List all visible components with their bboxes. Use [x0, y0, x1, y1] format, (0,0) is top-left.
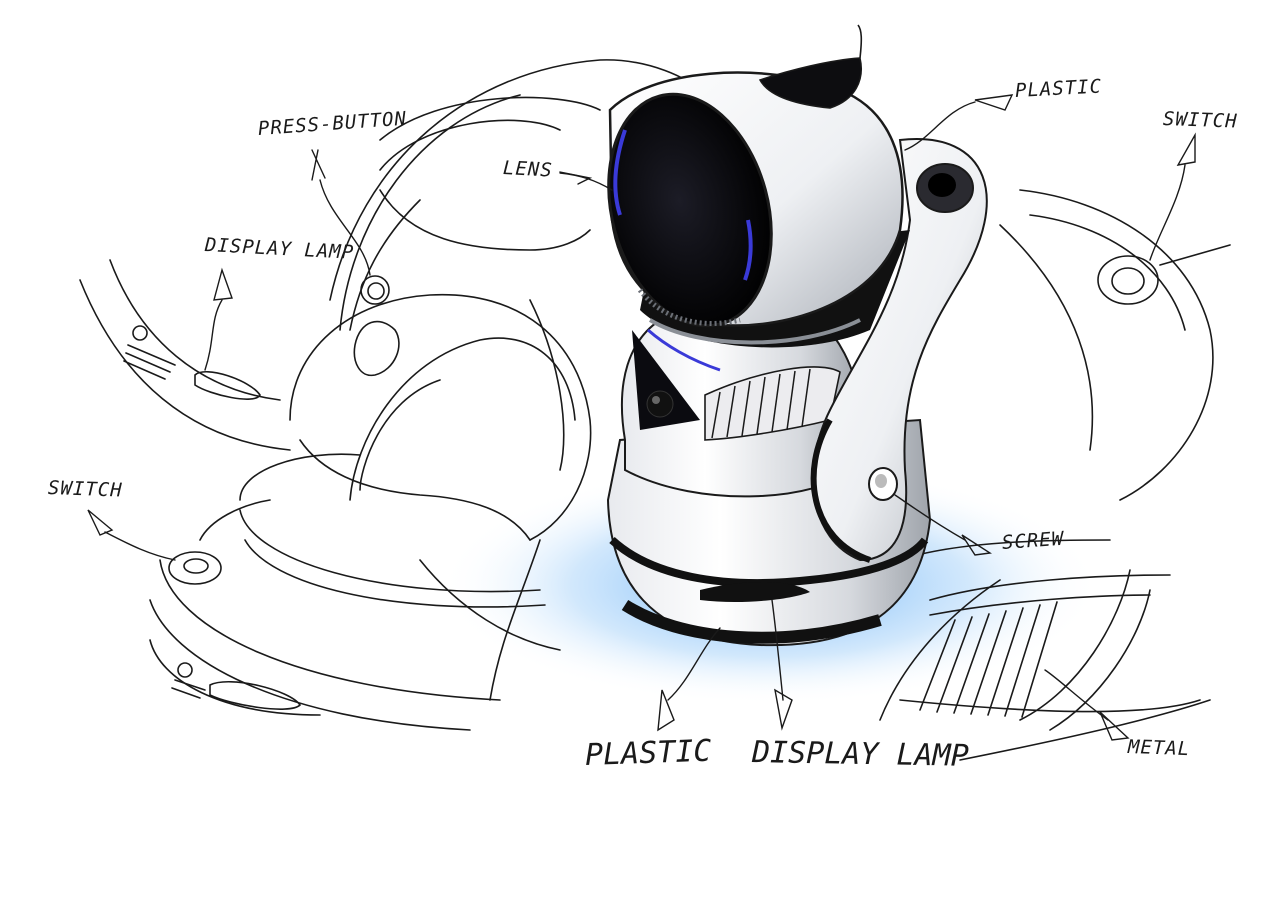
label-metal: METAL — [1127, 736, 1191, 761]
label-plastic-bottom: PLASTIC — [584, 733, 712, 773]
small-sensor — [646, 390, 674, 418]
label-switch-left: SWITCH — [47, 477, 123, 502]
side-arm — [812, 138, 988, 562]
label-plastic-top: PLASTIC — [1014, 75, 1103, 102]
right-sketch-view — [879, 189, 1231, 761]
callout-lines — [87, 94, 1196, 741]
label-lens: LENS — [502, 157, 554, 182]
left-sketch-view — [79, 59, 701, 731]
label-switch-right: SWITCH — [1162, 108, 1238, 133]
camera-device — [606, 24, 988, 647]
label-display-lamp-bottom: DISPLAY LAMP — [751, 735, 970, 774]
label-screw: SCREW — [1001, 527, 1065, 554]
neck-grille — [711, 368, 811, 439]
top-fin — [758, 57, 862, 109]
metal-hatch — [919, 601, 1058, 718]
